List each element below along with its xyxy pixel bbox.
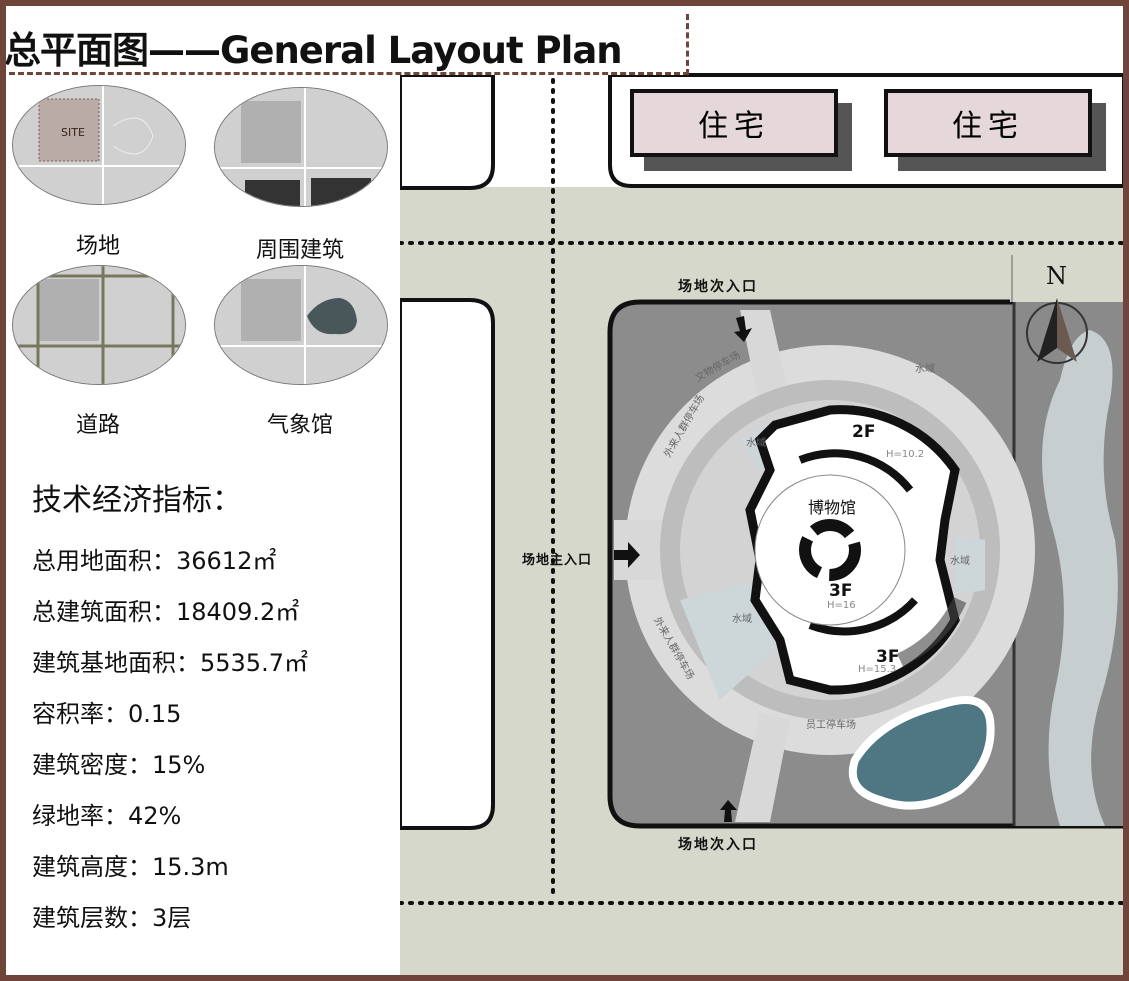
title-box: 总平面图——General Layout Plan <box>0 14 689 75</box>
block-top-left <box>398 73 495 190</box>
pond <box>848 696 995 810</box>
indicator-item: 建筑基地面积：5535.7㎡ <box>32 649 308 677</box>
north-arrow-icon <box>1026 298 1088 364</box>
height-label: H=15.3 <box>858 664 897 675</box>
thumbnail-surrounding-buildings <box>214 87 388 207</box>
height-label: H=16 <box>827 600 856 611</box>
site-tag: SITE <box>61 126 85 139</box>
page-title: 总平面图——General Layout Plan <box>4 29 623 72</box>
museum-label: 博物馆 <box>808 498 857 517</box>
north-label: N <box>1046 262 1067 290</box>
entrance-arrow-icon <box>720 800 737 822</box>
indicators-title: 技术经济指标： <box>32 483 242 518</box>
floor-label: 3F <box>829 581 853 601</box>
river <box>1042 330 1118 826</box>
floor-label: 3F <box>876 647 900 667</box>
thumbnail-roads <box>12 265 186 385</box>
water-label: 水域 <box>915 364 935 375</box>
indicator-item: 建筑密度：15% <box>32 751 206 779</box>
main-entrance-arrow-icon <box>614 542 640 568</box>
secondary-entrance-label: 场地次入口 <box>678 837 758 853</box>
indicator-item: 容积率：0.15 <box>32 700 182 728</box>
thumbnail-label: 周围建筑 <box>255 238 344 263</box>
thumbnail-site: SITE <box>12 85 186 205</box>
left-panel: SITE 场地 周围建筑 道路 气象馆 技术经济指标： 总用地面积：36612㎡… <box>6 75 400 975</box>
indicator-item: 绿地率：42% <box>32 802 182 830</box>
main-entrance-label: 场地主入口 <box>522 553 593 568</box>
indicator-item: 总用地面积：36612㎡ <box>32 547 277 575</box>
parking-label: 员工停车场 <box>806 720 856 731</box>
thumbnail-label: 气象馆 <box>266 413 333 438</box>
block-left <box>398 298 495 830</box>
secondary-entrance-label: 场地次入口 <box>678 279 758 295</box>
indicator-item: 总建筑面积：18409.2㎡ <box>32 598 300 626</box>
residential-building: 住宅 <box>884 89 1092 157</box>
floor-label: 2F <box>852 422 876 442</box>
height-label: H=10.2 <box>886 449 925 460</box>
indicator-item: 建筑层数：3层 <box>32 904 192 932</box>
water-label: 水域 <box>732 614 752 625</box>
residential-building: 住宅 <box>630 89 838 157</box>
thumbnail-weather-museum <box>214 265 388 385</box>
thumbnail-label: 场地 <box>75 234 120 259</box>
entrance-arrow-icon <box>734 316 752 342</box>
indicator-item: 建筑高度：15.3m <box>32 853 229 881</box>
thumbnail-label: 道路 <box>75 413 120 438</box>
water-label: 水域 <box>950 556 970 567</box>
museum-building <box>745 405 967 695</box>
water-label: 水域 <box>746 438 766 449</box>
